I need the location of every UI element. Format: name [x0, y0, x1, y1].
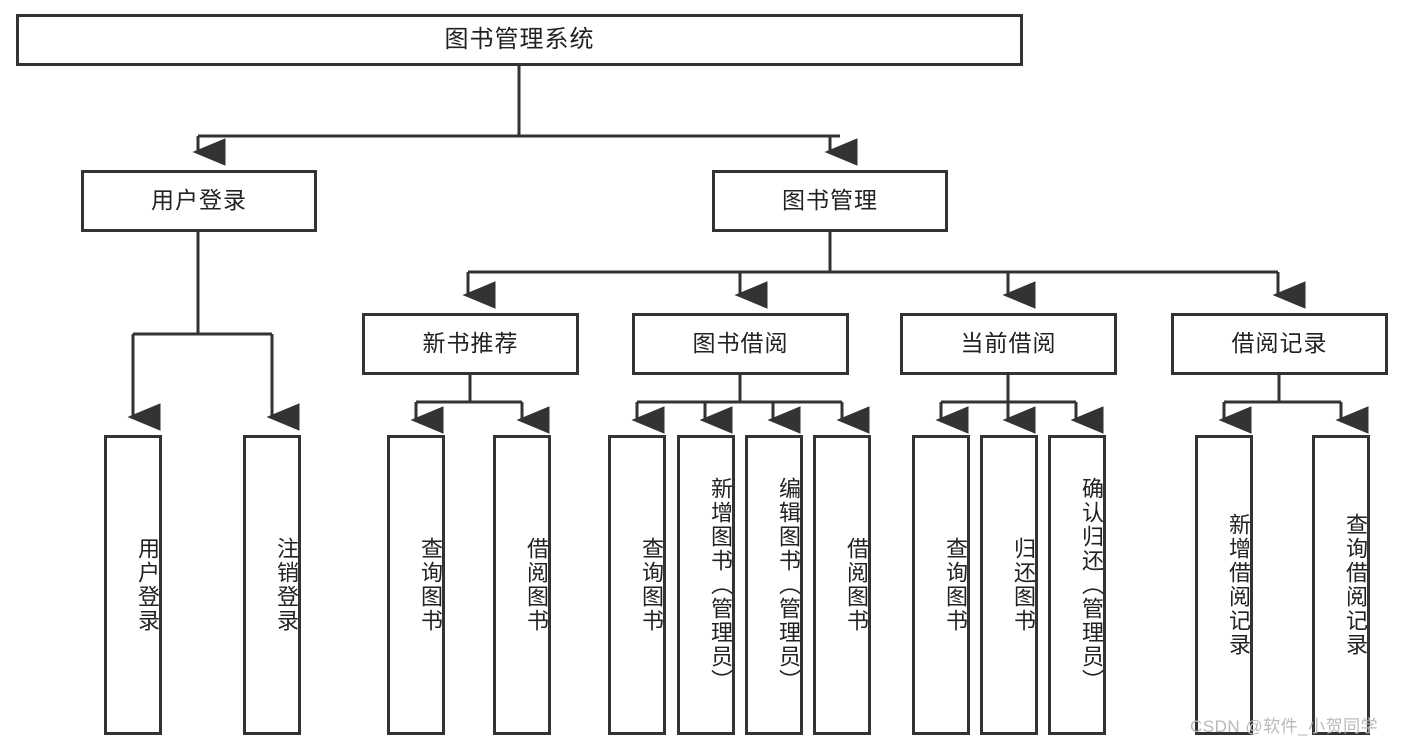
leaf-return-book[interactable]: 归还图书 [980, 435, 1038, 735]
node-label: 图书管理系统 [444, 25, 595, 53]
csdn-watermark: CSDN @软件_小贺同学 [1190, 717, 1379, 736]
node-root-system[interactable]: 图书管理系统 [16, 14, 1023, 66]
node-label: 查询图书 [418, 537, 443, 633]
node-label: 新增借阅记录 [1226, 513, 1251, 657]
node-label: 查询图书 [639, 537, 664, 633]
node-label: 新增图书（管理员） [708, 477, 733, 693]
leaf-query-book-current[interactable]: 查询图书 [912, 435, 970, 735]
node-label: 借阅记录 [1231, 330, 1328, 357]
node-label: 查询图书 [943, 537, 968, 633]
node-label: 图书管理 [782, 187, 878, 214]
leaf-add-borrow-record[interactable]: 新增借阅记录 [1195, 435, 1253, 735]
node-label: 用户登录 [135, 537, 160, 633]
leaf-query-borrow-record[interactable]: 查询借阅记录 [1312, 435, 1370, 735]
node-book-management[interactable]: 图书管理 [712, 170, 948, 232]
node-label: 编辑图书（管理员） [776, 477, 801, 693]
leaf-query-book-borrow[interactable]: 查询图书 [608, 435, 666, 735]
node-borrow-records[interactable]: 借阅记录 [1171, 313, 1388, 375]
node-current-borrow[interactable]: 当前借阅 [900, 313, 1117, 375]
leaf-borrow-book-recommend[interactable]: 借阅图书 [493, 435, 551, 735]
node-label: 注销登录 [274, 537, 299, 633]
node-new-book-recommend[interactable]: 新书推荐 [362, 313, 579, 375]
node-label: 借阅图书 [844, 537, 869, 633]
leaf-user-login[interactable]: 用户登录 [104, 435, 162, 735]
node-label: 借阅图书 [524, 537, 549, 633]
leaf-query-book-recommend[interactable]: 查询图书 [387, 435, 445, 735]
node-label: 当前借阅 [960, 330, 1057, 357]
node-user-login[interactable]: 用户登录 [81, 170, 317, 232]
node-label: 新书推荐 [422, 330, 519, 357]
node-label: 归还图书 [1011, 537, 1036, 633]
leaf-confirm-return-admin[interactable]: 确认归还（管理员） [1048, 435, 1106, 735]
leaf-logout[interactable]: 注销登录 [243, 435, 301, 735]
leaf-borrow-book[interactable]: 借阅图书 [813, 435, 871, 735]
node-label: 查询借阅记录 [1343, 513, 1368, 657]
node-label: 图书借阅 [692, 330, 789, 357]
leaf-edit-book-admin[interactable]: 编辑图书（管理员） [745, 435, 803, 735]
node-book-borrow[interactable]: 图书借阅 [632, 313, 849, 375]
node-label: 用户登录 [151, 187, 247, 214]
leaf-add-book-admin[interactable]: 新增图书（管理员） [677, 435, 735, 735]
node-label: 确认归还（管理员） [1079, 477, 1104, 693]
